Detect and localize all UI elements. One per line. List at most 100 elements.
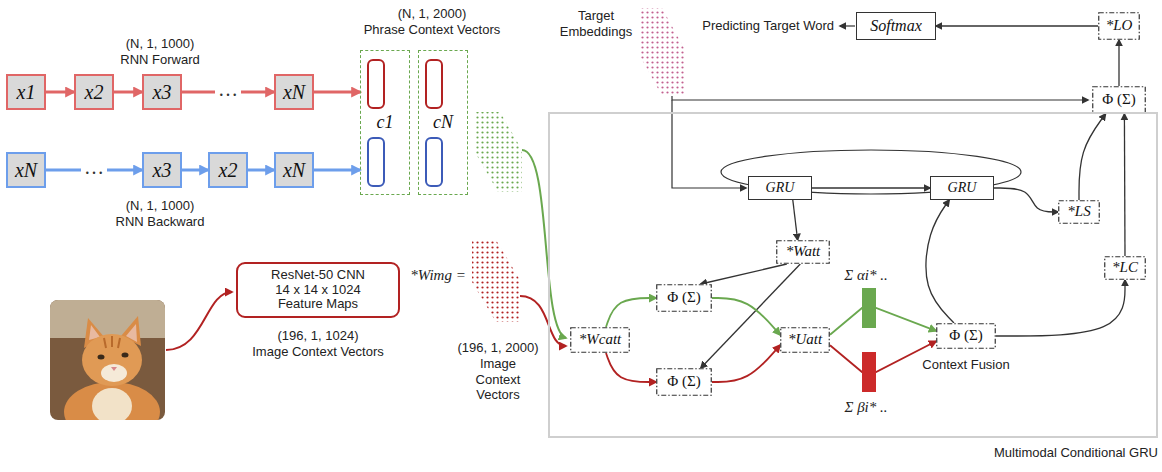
box-label: Φ (Σ)	[667, 289, 700, 306]
embedding-line	[672, 96, 1088, 100]
photo-wall	[50, 300, 165, 338]
token-box: x3	[142, 74, 182, 110]
token-box: xN	[274, 74, 314, 110]
target-embedding-dots	[640, 8, 684, 96]
box-label: x2	[219, 159, 238, 182]
connector-group	[46, 26, 1125, 382]
connector-arrow	[712, 298, 780, 335]
image-input-arrow	[166, 292, 232, 350]
dashdot-rect	[571, 328, 630, 353]
layer-label: Image Context Vectors	[252, 344, 384, 360]
cat-head	[82, 334, 142, 386]
forward-state-bar	[426, 60, 442, 108]
image-embedding-dots	[472, 240, 520, 322]
weight-box: *LS	[1058, 200, 1100, 224]
layer-label: Target Embeddings	[560, 8, 632, 39]
box-label: x3	[153, 159, 172, 182]
box-label: *Wcatt	[579, 331, 622, 348]
dashdot-rect	[777, 241, 830, 264]
token-box: xN	[274, 152, 314, 188]
cat-stripes	[104, 336, 120, 348]
connector-arrow	[314, 169, 360, 172]
connector-arrow	[936, 25, 1098, 26]
connector-arrow	[1079, 114, 1106, 200]
dashdot-rect	[781, 328, 830, 353]
edge-label: …	[81, 157, 107, 177]
box-label: xN	[283, 159, 305, 182]
attention-bar	[862, 352, 876, 392]
output-label: Predicting Target Word	[702, 18, 834, 34]
box-label: Softmax	[870, 17, 922, 35]
connector-arrow	[830, 308, 936, 335]
backward-state-bar	[368, 138, 384, 186]
context-vector-box: c1	[360, 50, 410, 195]
weight-box: *LC	[1104, 256, 1146, 280]
weight-box: *LO	[1098, 12, 1140, 40]
module-title: Multimodal Conditional GRU	[994, 446, 1158, 461]
cat-body	[64, 382, 160, 420]
sum-box: Φ (Σ)	[656, 368, 712, 396]
backward-state-bar	[426, 138, 442, 186]
connector-arrow	[1118, 40, 1119, 86]
weight-box: *Watt	[776, 240, 830, 264]
box-label: c1	[377, 112, 394, 133]
dimension-label: (196, 1, 1024)	[278, 328, 359, 344]
dashdot-rect	[937, 324, 996, 349]
weight-box: *Uatt	[780, 327, 830, 353]
box-label: Φ (Σ)	[667, 373, 700, 390]
box-caption: Context Fusion	[922, 358, 1009, 373]
connector-arrow	[994, 188, 1058, 212]
connector-arrow	[248, 169, 274, 172]
dimension-label: (196, 1, 2000)	[458, 340, 539, 356]
attention-label: Σ βi* ..	[844, 398, 887, 416]
box-label: Φ (Σ)	[1102, 91, 1135, 108]
cat-photo	[50, 300, 165, 420]
connector-arrow	[812, 187, 930, 188]
weight-label: *Wimg =	[410, 266, 466, 284]
sum-box: Φ (Σ)	[656, 284, 712, 312]
box-label: x3	[153, 81, 172, 104]
layer-label: Image Context Vectors	[476, 356, 521, 403]
forward-state-bar	[368, 60, 384, 108]
attention-label: Σ αi* ..	[844, 266, 887, 284]
connector-arrow	[701, 264, 787, 284]
attention-bar	[862, 288, 876, 328]
gru-box: GRU	[930, 176, 994, 200]
box-label: x2	[85, 81, 104, 104]
dashdot-rect	[1059, 201, 1100, 224]
phrase-context-arrow	[522, 150, 566, 338]
token-box: x2	[74, 74, 114, 110]
dimension-label: (N, 1, 2000)	[398, 6, 467, 22]
layer-label: RNN Backward	[116, 214, 205, 230]
connector-arrow	[830, 341, 936, 372]
box-label: *LS	[1067, 203, 1090, 220]
embedding-line	[672, 100, 746, 188]
box-label: *LC	[1112, 259, 1138, 276]
cat-eye	[98, 355, 105, 360]
box-label: *LO	[1106, 17, 1133, 34]
connector-arrow	[996, 280, 1125, 336]
image-context-arrow	[520, 296, 566, 346]
connector-arrow	[182, 169, 208, 172]
box-label: xN	[283, 81, 305, 104]
connector-arrow	[793, 200, 798, 240]
box-label: *Uatt	[788, 331, 822, 348]
connector-arrow	[712, 345, 780, 382]
dashdot-rect	[657, 285, 712, 312]
dimension-label: (N, 1, 1000)	[126, 36, 195, 52]
cat-muzzle	[101, 364, 127, 382]
cnn-box: ResNet-50 CNN 14 x 14 x 1024 Feature Map…	[236, 262, 400, 318]
output-arrow	[840, 25, 855, 26]
box-label: ResNet-50 CNN 14 x 14 x 1024 Feature Map…	[267, 268, 369, 313]
dashdot-rect	[1105, 257, 1146, 280]
layer-label: Phrase Context Vectors	[364, 22, 501, 38]
connector-arrow	[314, 91, 360, 94]
token-box: xN	[6, 152, 46, 188]
box-label: cN	[433, 112, 453, 133]
gru-box: GRU	[748, 176, 812, 200]
token-box: x2	[208, 152, 248, 188]
phrase-embedding-dots	[476, 112, 522, 192]
